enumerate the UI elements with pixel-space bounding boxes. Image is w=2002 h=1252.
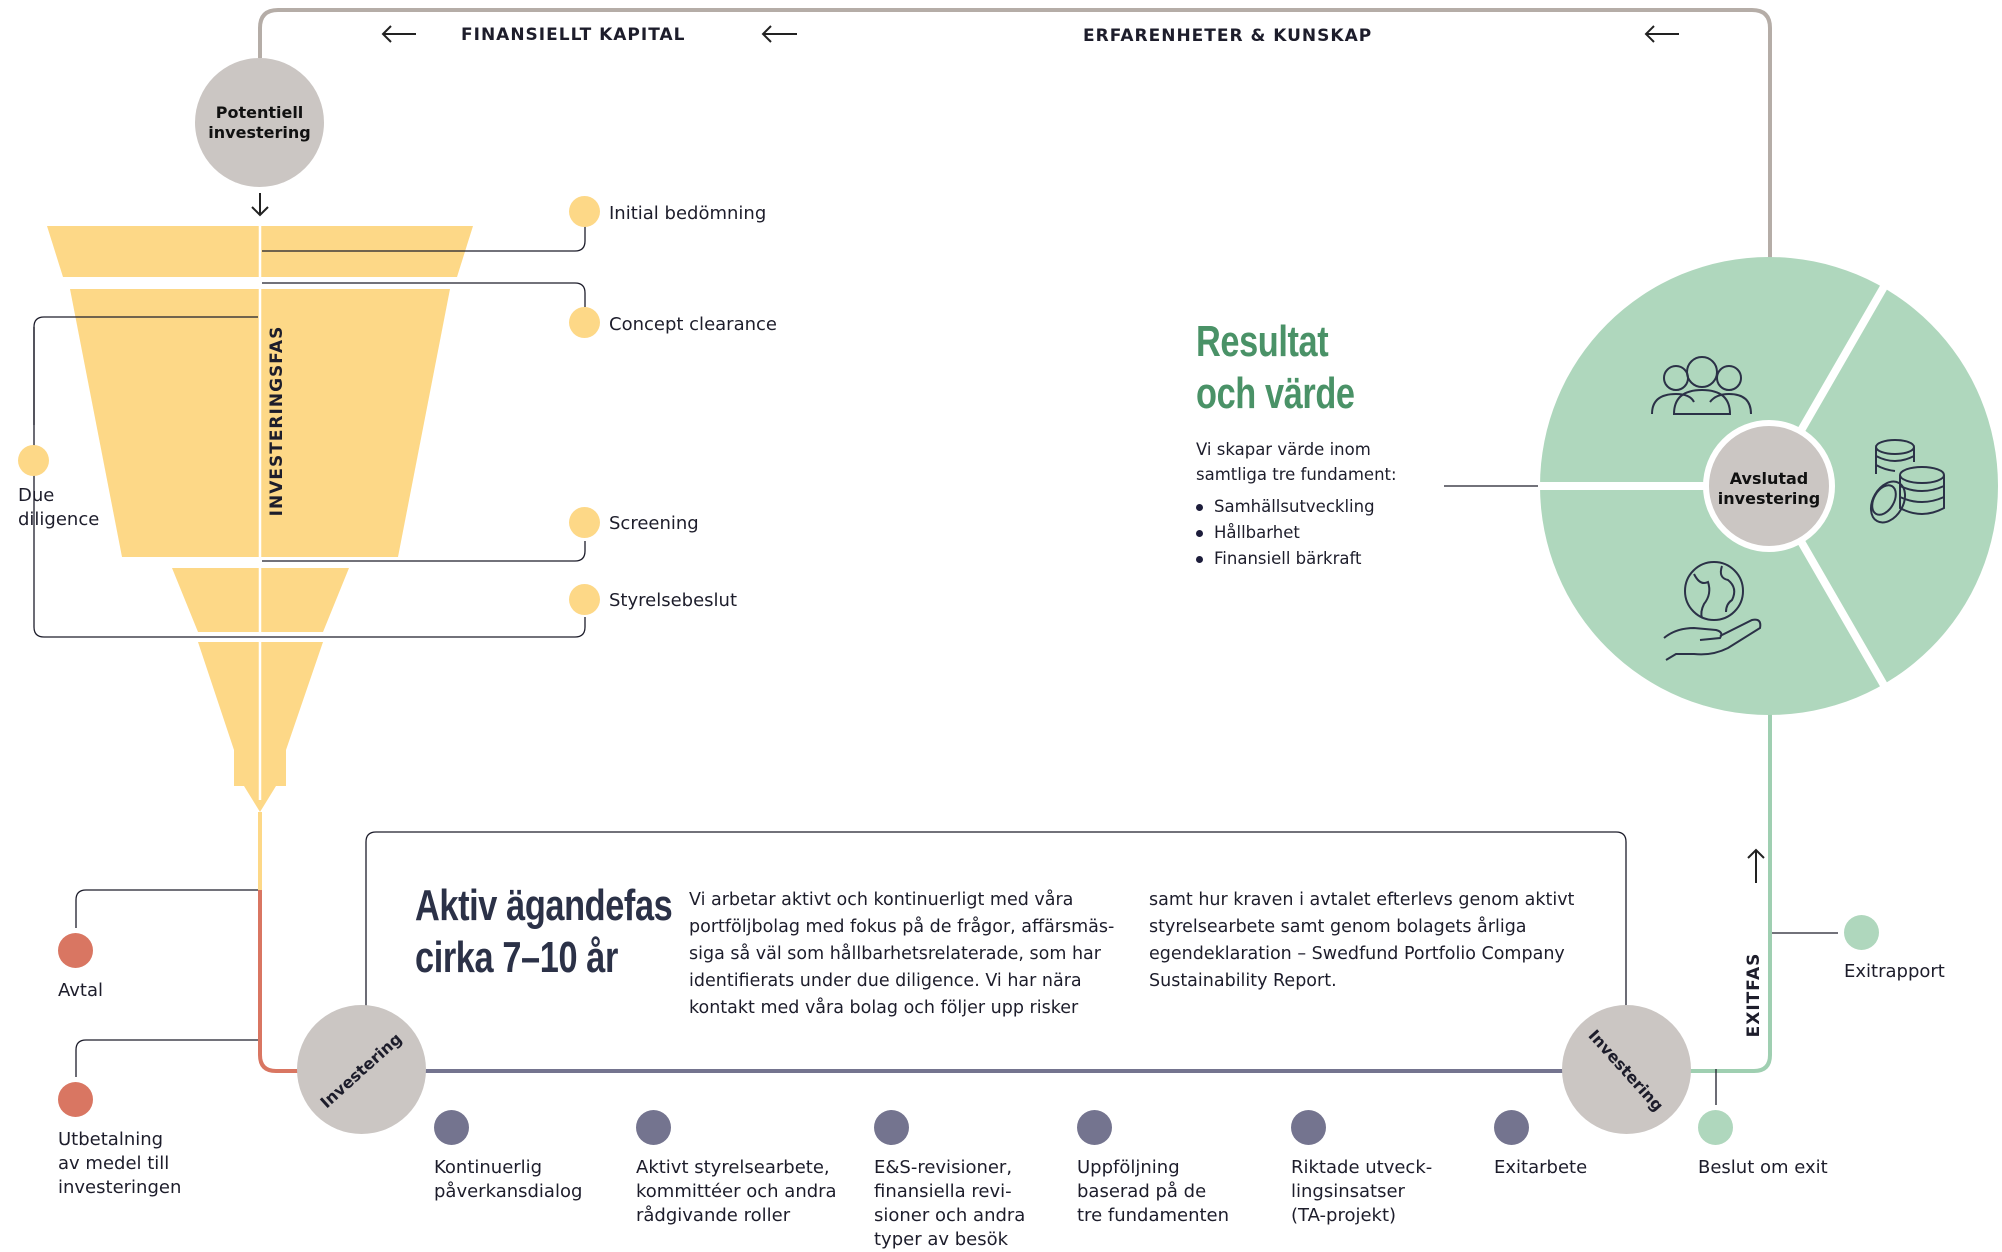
activity-label: Uppföljning baserad på de tre fundamente… (1077, 1157, 1230, 1226)
activity-dot (636, 1110, 671, 1145)
exit-decision-dot (1698, 1110, 1733, 1145)
due-diligence-label: Due diligence (18, 485, 100, 530)
results-wheel (1538, 257, 1998, 715)
activity-label: Riktade utveck- lingsinsatser (TA-projek… (1291, 1157, 1433, 1226)
arrow-down-icon (251, 193, 269, 217)
financial-capital-label: FINANSIELLT KAPITAL (461, 25, 686, 45)
investment-circle-left (297, 1005, 426, 1134)
bullet-item: Samhällsutveckling (1196, 494, 1375, 520)
orange-path (258, 890, 300, 1073)
bullet-item: Finansiell bärkraft (1196, 546, 1375, 572)
agreement-dot (58, 933, 93, 968)
activity-dot (1494, 1110, 1529, 1145)
coins-icon (1869, 439, 1945, 524)
potential-investment-label: Potentiell investering (208, 103, 311, 142)
active-ownership-text-col1: Vi arbetar aktivt och kontinuerligt med … (689, 890, 1115, 1018)
exit-phase-label: EXITFAS (1744, 952, 1764, 1038)
arrow-up-icon (1747, 848, 1765, 883)
exit-report-label: Exitrapport (1844, 961, 1945, 982)
active-ownership-text-col2: samt hur kraven i avtalet efterlevs geno… (1149, 890, 1575, 991)
step-dot (569, 196, 600, 227)
top-loop-line (258, 8, 1772, 262)
globe-hand-icon (1663, 561, 1762, 661)
activity-dot (434, 1110, 469, 1145)
investment-phase-label: INVESTERINGSFAS (267, 325, 287, 517)
results-title: Resultat och värde (1196, 317, 1355, 418)
screening-label: Screening (609, 513, 699, 534)
activity-label: Kontinuerlig påverkansdialog (434, 1157, 583, 1202)
disbursement-dot (58, 1082, 93, 1117)
arrow-left-icon (381, 25, 416, 43)
step-dot (569, 584, 600, 615)
results-bullet-list: Samhällsutveckling Hållbarhet Finansiell… (1196, 494, 1375, 572)
activity-label: Exitarbete (1494, 1157, 1588, 1178)
aktiv-box (365, 831, 1627, 1020)
activity-dot (1291, 1110, 1326, 1145)
initial-assessment-label: Initial bedömning (609, 203, 767, 224)
step-dot (569, 507, 600, 538)
activity-label: Aktivt styrelsearbete, kommittéer och an… (636, 1157, 837, 1226)
activity-dot (874, 1110, 909, 1145)
activity-label: E&S-revisioner, finansiella revi- sioner… (874, 1157, 1026, 1250)
results-intro: Vi skapar värde inom samtliga tre fundam… (1196, 440, 1397, 484)
people-icon (1651, 356, 1752, 415)
experience-knowledge-label: ERFARENHETER & KUNSKAP (1083, 26, 1373, 46)
agreement-label: Avtal (58, 980, 103, 1001)
exit-report-dot (1844, 915, 1879, 950)
potential-investment-circle (195, 58, 324, 187)
exit-decision-label: Beslut om exit (1698, 1157, 1828, 1178)
arrow-left-icon (761, 25, 797, 43)
step-dot (569, 307, 600, 338)
completed-investment-label: Avslutad investering (1717, 469, 1821, 508)
bullet-item: Hållbarhet (1196, 520, 1375, 546)
active-ownership-title: Aktiv ägandefas cirka 7–10 år (415, 881, 673, 982)
disbursement-label: Utbetalning av medel till investeringen (58, 1129, 182, 1198)
investment-circle-right (1562, 1005, 1691, 1134)
board-decision-label: Styrelsebeslut (609, 590, 738, 611)
concept-clearance-label: Concept clearance (609, 314, 777, 335)
step-dot (18, 445, 49, 476)
green-path (1690, 710, 1772, 1073)
arrow-left-icon (1644, 25, 1679, 43)
activity-dot (1077, 1110, 1112, 1145)
